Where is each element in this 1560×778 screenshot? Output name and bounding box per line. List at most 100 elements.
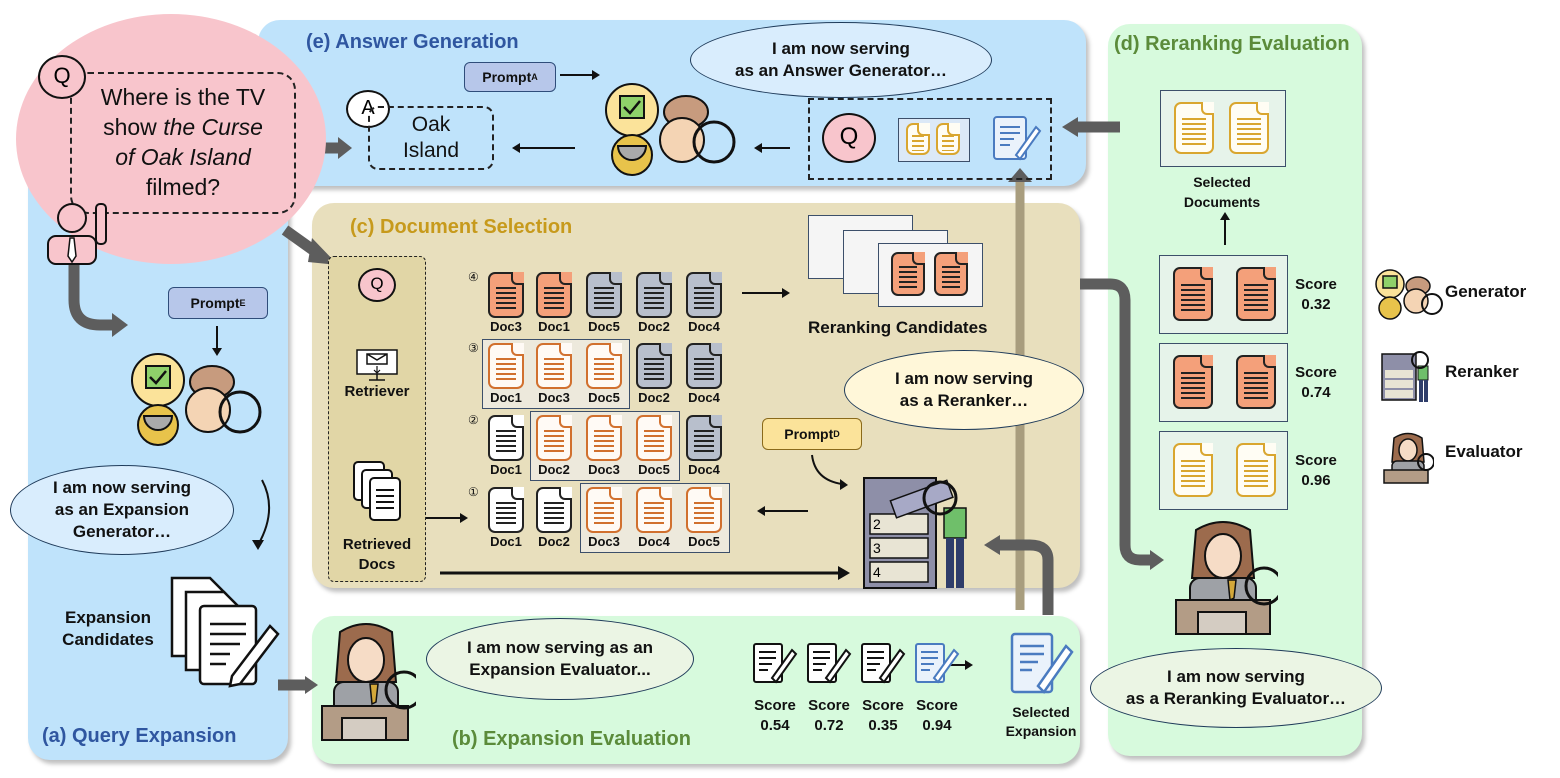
- document-icon: [1173, 355, 1213, 409]
- document-icon: [488, 415, 524, 461]
- document-icon: [586, 272, 622, 318]
- ranking-step-marker: ①: [468, 485, 479, 499]
- score-value: 0.94: [922, 717, 952, 734]
- question-line-2-pre: show: [103, 114, 164, 140]
- expansion-candidate-icon: [914, 642, 960, 689]
- retrieved-docs-icon: [352, 460, 404, 524]
- document-icon: [636, 415, 672, 461]
- document-icon: [1236, 443, 1276, 497]
- retriever-column: [328, 256, 426, 582]
- retrieved-line-1: Retrieved: [342, 536, 412, 553]
- document-label: Doc4: [688, 390, 720, 405]
- score-label: Score: [916, 697, 958, 714]
- document-icon: [586, 487, 622, 533]
- prompt-d-sub: D: [833, 429, 840, 439]
- document-icon: [636, 487, 672, 533]
- document-label: Doc4: [688, 319, 720, 334]
- answer-bubble-line-2: as an Answer Generator…: [735, 61, 947, 80]
- answer-box: [368, 106, 494, 170]
- prompt-a-sub: A: [531, 72, 538, 82]
- question-line-4: filmed?: [145, 174, 221, 200]
- document-label: Doc3: [490, 319, 522, 334]
- expansion-evaluation-title: (b) Expansion Evaluation: [452, 728, 691, 750]
- document-label: Doc5: [588, 319, 620, 334]
- retriever-query-icon: Q: [358, 268, 396, 302]
- docs-input-doc: [906, 123, 930, 155]
- svg-text:4: 4: [873, 564, 881, 580]
- reranking-eval-bubble-line-1: I am now serving: [1167, 667, 1305, 686]
- document-icon: [1173, 267, 1213, 321]
- selected-expansion-icon: [1010, 632, 1074, 696]
- svg-text:3: 3: [873, 540, 881, 556]
- query-expansion-title: (a) Query Expansion: [42, 725, 237, 747]
- selected-docs-line-2: Documents: [1183, 194, 1261, 210]
- question-text: Where is the TV show the Curse of Oak Is…: [78, 82, 288, 202]
- arrow-selected-expansion-to-reranker: [1000, 539, 1054, 615]
- document-label: Doc2: [538, 534, 570, 549]
- expansion-candidates-label: Expansion Candidates: [48, 607, 168, 651]
- document-label: Doc1: [490, 534, 522, 549]
- selected-document: [1229, 102, 1269, 154]
- document-icon: [1236, 355, 1276, 409]
- document-icon: [586, 415, 622, 461]
- score-label: Score: [754, 697, 796, 714]
- score-value: 0.72: [814, 717, 844, 734]
- ranking-step-marker: ②: [468, 413, 479, 427]
- document-icon: [686, 415, 722, 461]
- document-icon: [488, 343, 524, 389]
- expansion-score: Score 0.54: [746, 696, 804, 736]
- score-label: Score: [1295, 452, 1337, 469]
- question-line-1: Where is the TV: [100, 84, 266, 110]
- selected-expansion-label: Selected Expansion: [994, 703, 1088, 741]
- expansion-bubble-line-3: Generator…: [72, 522, 172, 541]
- selected-docs-line-1: Selected: [1193, 174, 1251, 190]
- answer-bubble-line-1: I am now serving: [772, 39, 910, 58]
- document-icon: [686, 272, 722, 318]
- question-line-2: show the Curse: [78, 112, 288, 142]
- document-icon: [686, 343, 722, 389]
- question-badge-icon: Q: [38, 55, 86, 99]
- selected-expansion-line-1: Selected: [1012, 704, 1070, 720]
- docs-input-doc: [936, 123, 960, 155]
- document-label: Doc1: [538, 319, 570, 334]
- reranker-bubble-line-2: as a Reranker…: [899, 391, 1029, 410]
- reranking-candidates-stack: [808, 215, 998, 307]
- document-icon: [636, 272, 672, 318]
- document-icon: [536, 343, 572, 389]
- reranking-candidates-label: Reranking Candidates: [808, 318, 988, 337]
- user-icon: [42, 196, 110, 266]
- prompt-e-label: Prompt: [190, 295, 240, 311]
- score-label: Score: [862, 697, 904, 714]
- legend-generator-label: Generator: [1445, 282, 1527, 301]
- prompt-d-label: Prompt: [784, 426, 834, 442]
- retriever-label: Retriever: [344, 383, 410, 400]
- expansion-bubble-line-1: I am now serving: [53, 478, 191, 497]
- document-icon: [536, 272, 572, 318]
- document-label: Doc2: [638, 390, 670, 405]
- expansion-candidates-icon: [170, 576, 282, 688]
- expansion-candidate-icon: [806, 642, 852, 689]
- expansion-score: Score 0.94: [908, 696, 966, 736]
- arrow-query-to-expansion: [68, 260, 112, 331]
- ranking-step-marker: ④: [468, 270, 479, 284]
- document-icon: [636, 343, 672, 389]
- document-label: Doc5: [638, 462, 670, 477]
- score-value: 0.54: [760, 717, 790, 734]
- retriever-icon: [355, 348, 399, 382]
- legend-reranker-label: Reranker: [1445, 362, 1519, 381]
- expansion-input-icon: [992, 115, 1042, 163]
- document-label: Doc5: [688, 534, 720, 549]
- document-label: Doc3: [538, 390, 570, 405]
- expansion-candidate-icon: [860, 642, 906, 689]
- prompt-a-label: Prompt: [482, 69, 532, 85]
- reranking-evaluation-title: (d) Reranking Evaluation: [1114, 33, 1350, 55]
- document-selection-title: (c) Document Selection: [350, 216, 573, 238]
